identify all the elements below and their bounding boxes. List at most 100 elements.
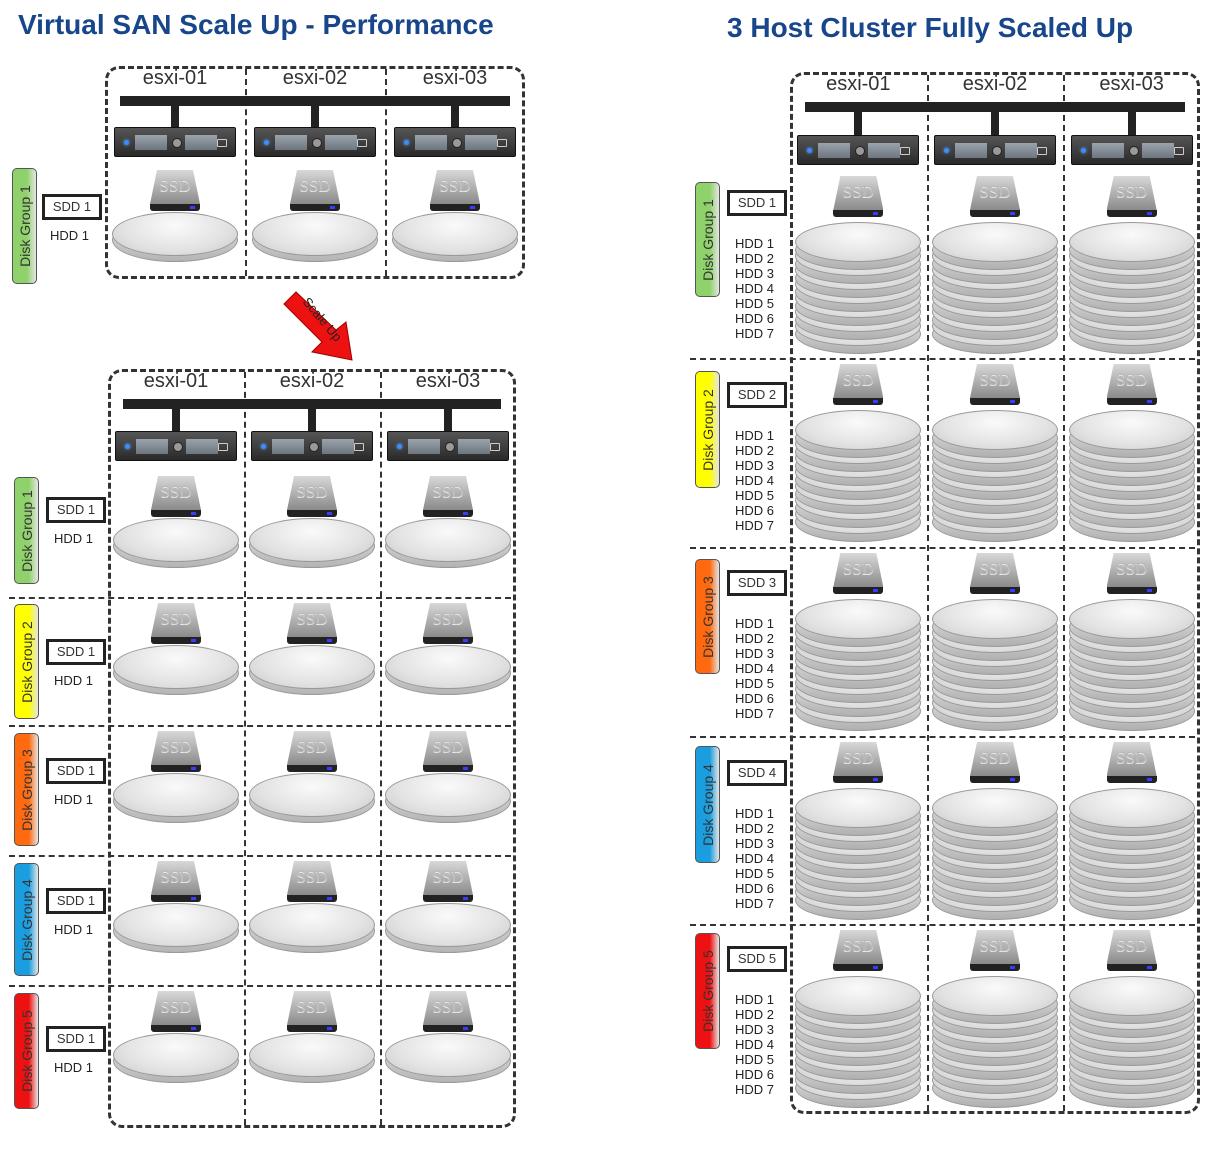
ssd-body [1106,553,1157,587]
ssd-base [1106,964,1157,971]
host-label-esxi-02: esxi-02 [279,370,345,392]
ssd-led [330,206,335,209]
ssd-body [833,742,884,776]
ssd-base [151,1025,201,1032]
power-led [397,444,402,449]
server-knob [452,138,462,148]
ssd-icon-text: SSD [842,182,874,201]
disk-group-tag: Disk Group 1 [14,477,39,584]
ssd-base [970,587,1020,594]
ssd-label: SDD 1 [46,758,106,784]
hdd-list: HDD 1 [54,922,94,937]
ssd-icon: SSD [833,176,884,218]
ssd-icon-text: SSD [160,609,192,628]
ssd-body [970,176,1020,210]
disk-group-divider [690,547,1195,549]
usb-port [900,147,911,155]
ssd-icon-text: SSD [1116,936,1148,955]
ssd-label: SDD 1 [46,1026,106,1052]
ssd-body [970,742,1020,776]
ssd-led [1146,966,1152,969]
ssd-body [150,170,200,204]
ssd-base [287,637,337,644]
host-label-esxi-03: esxi-03 [1099,73,1164,95]
ssd-base [970,210,1020,217]
drive-bay [325,135,357,150]
network-uplink [311,102,319,127]
ssd-led [873,212,879,215]
host-label-esxi-01: esxi-01 [826,73,891,95]
ssd-body [970,364,1020,398]
usb-port [1173,147,1184,155]
power-led [404,140,409,145]
disk-group-divider [9,985,511,987]
ssd-body [287,603,337,637]
ssd-body [151,476,201,510]
hdd-stack-disk [1068,976,1195,1016]
ssd-icon-text: SSD [432,737,464,756]
ssd-base [833,398,884,405]
drive-bay [458,439,490,454]
ssd-icon-text: SSD [979,936,1011,955]
ssd-label: SDD 1 [42,194,102,220]
disk-group-label: Disk Group 5 [699,950,716,1032]
network-switch-bar [120,96,510,106]
host-panel [790,72,1200,1114]
ssd-body [970,930,1020,964]
hdd-platter-top [249,1033,375,1077]
ssd-icon-text: SSD [842,370,874,389]
ssd-led [1146,400,1152,403]
ssd-icon: SSD [151,731,201,773]
ssd-icon: SSD [423,731,473,773]
ssd-icon-text: SSD [842,936,874,955]
ssd-icon: SSD [151,861,201,903]
ssd-icon: SSD [151,603,201,645]
ssd-icon: SSD [1106,742,1157,784]
ssd-base [150,204,200,211]
server-knob [855,146,866,156]
power-led [944,148,949,153]
ssd-led [463,767,468,770]
left-diagram-title: Virtual SAN Scale Up - Performance [18,9,494,40]
ssd-base [1106,587,1157,594]
hdd-list: HDD 1 [54,1060,94,1075]
hdd-stack-disk [932,976,1058,1016]
host-divider [245,69,247,276]
hdd-list: HDD 1 [54,792,94,807]
ssd-icon-text: SSD [1116,559,1148,578]
host-divider [244,372,246,1125]
ssd-body [151,861,201,895]
server-icon [251,431,373,461]
hdd-platter-top [113,1033,239,1077]
ssd-icon: SSD [1106,930,1157,972]
ssd-icon-text: SSD [299,176,331,195]
disk-group-label: Disk Group 3 [18,748,35,831]
ssd-icon-text: SSD [979,182,1011,201]
ssd-body [833,553,884,587]
drive-bay [1091,143,1124,158]
hdd-list: HDD 1 [50,228,90,243]
hdd-platter-top [249,903,375,947]
ssd-icon-text: SSD [1116,182,1148,201]
ssd-base [151,895,201,902]
ssd-led [463,1027,468,1030]
ssd-led [327,767,332,770]
ssd-base [287,510,337,517]
drive-bay [136,439,168,454]
ssd-led [463,639,468,642]
ssd-label: SDD 1 [46,888,106,914]
server-icon [394,127,516,157]
host-label-esxi-01: esxi-01 [143,370,209,392]
hdd-stack-disk [932,410,1058,450]
disk-group-tag: Disk Group 2 [695,371,720,488]
ssd-body [290,170,340,204]
ssd-led [1146,589,1152,592]
hdd-stack-disk [795,599,922,639]
ssd-icon: SSD [151,991,201,1033]
hdd-stack-disk [795,976,922,1016]
ssd-body [833,930,884,964]
ssd-label: SDD 1 [46,639,106,665]
ssd-icon-text: SSD [1116,370,1148,389]
ssd-base [833,210,884,217]
ssd-base [970,964,1020,971]
